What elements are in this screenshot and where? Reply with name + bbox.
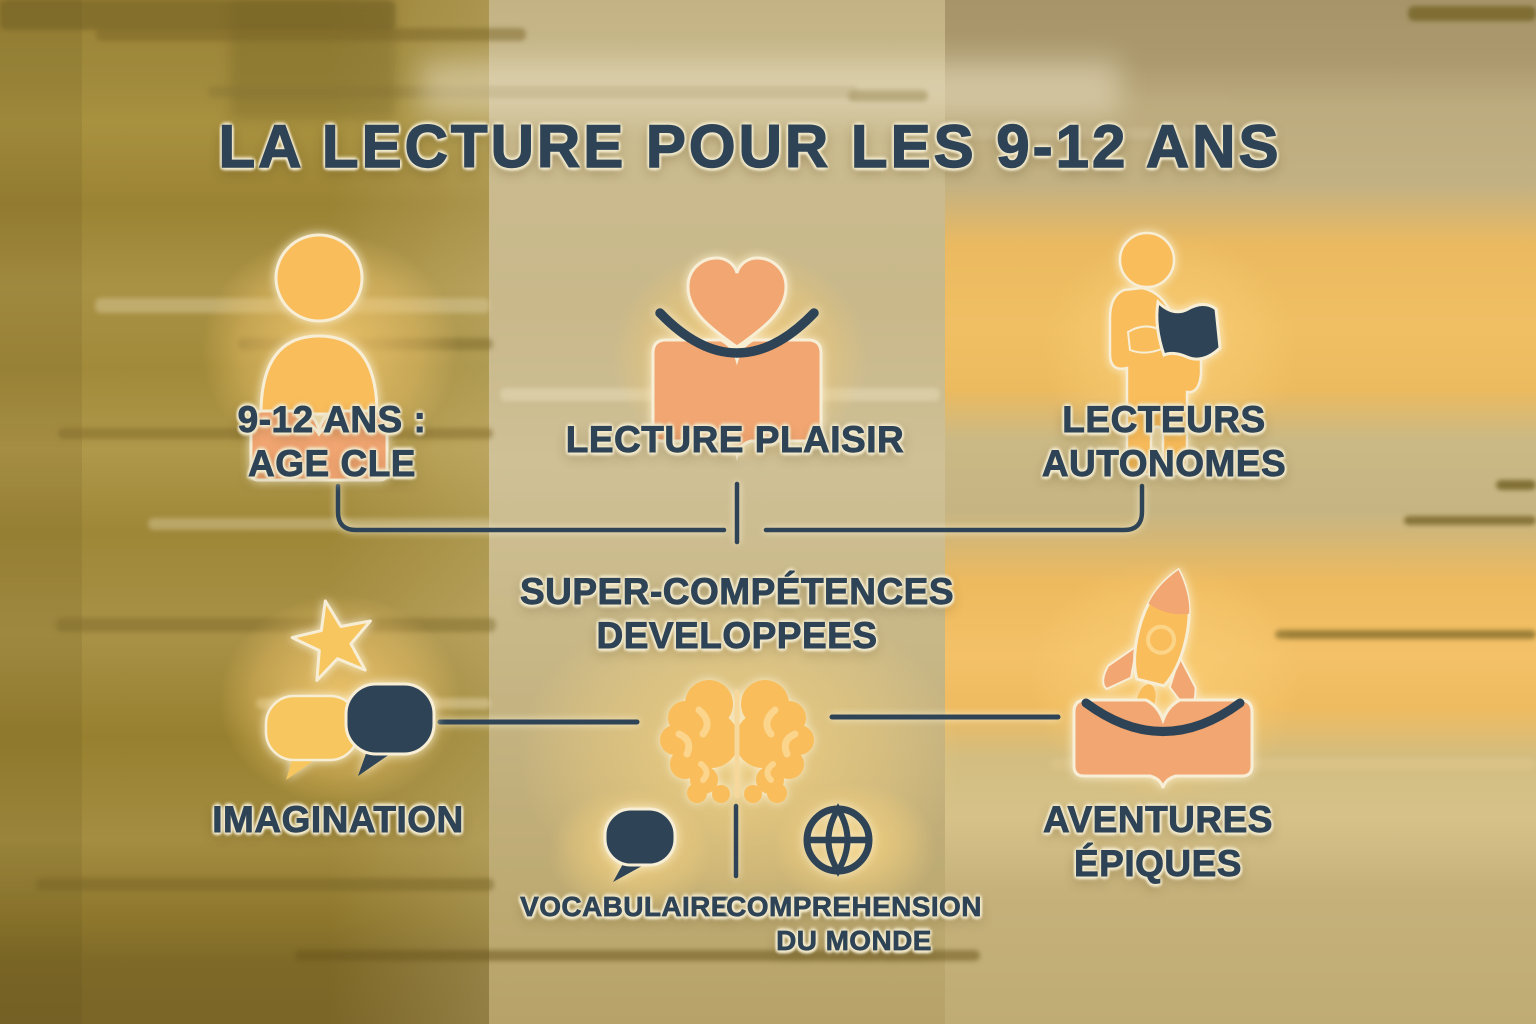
speech-bubble-icon <box>600 804 680 891</box>
motion-streak <box>420 60 1120 115</box>
motion-streak <box>230 0 395 120</box>
label-lecteurs-autonomes: LECTEURS AUTONOMES <box>1041 398 1287 486</box>
label-super-competences: SUPER-COMPÉTENCES DEVELOPPEES <box>520 570 954 658</box>
label-lecture-plaisir: LECTURE PLAISIR <box>565 419 905 461</box>
motion-streak <box>1408 6 1536 21</box>
standing-reader-icon <box>1100 230 1228 497</box>
motion-streak <box>148 518 493 530</box>
label-line: 9-12 ANS : <box>237 399 427 441</box>
heart-book-icon <box>648 243 826 483</box>
motion-streak <box>1275 630 1536 639</box>
rocket-book-icon <box>1066 562 1256 799</box>
label-age-cle: 9-12 ANS : AGE CLE <box>237 398 427 486</box>
motion-streak <box>1496 480 1536 490</box>
label-comprehension-du-monde: COMPREHENSION DU MONDE <box>726 890 982 958</box>
background-right-band <box>945 0 1536 1024</box>
label-line: SUPER-COMPÉTENCES <box>519 571 955 613</box>
motion-streak <box>36 878 494 891</box>
page-title: LA LECTURE POUR LES 9-12 ANS <box>218 112 1282 180</box>
motion-streak <box>96 28 526 41</box>
label-line: COMPREHENSION <box>726 891 982 923</box>
label-vocabulaire: VOCABULAIRE <box>520 891 730 923</box>
label-line: DU MONDE <box>776 925 932 957</box>
star-speech-icon <box>252 596 440 791</box>
label-line: AGE CLE <box>248 443 416 485</box>
motion-streak <box>950 128 1280 139</box>
motion-streak <box>1230 88 1536 99</box>
motion-streak <box>1404 516 1536 525</box>
label-line: DEVELOPPEES <box>596 615 878 657</box>
label-line: AUTONOMES <box>1041 443 1287 485</box>
label-line: AVENTURES <box>1043 799 1273 841</box>
globe-icon <box>797 799 879 888</box>
label-line: LECTEURS <box>1062 399 1266 441</box>
brain-icon <box>659 676 815 813</box>
label-imagination: IMAGINATION <box>212 799 464 841</box>
label-line: ÉPIQUES <box>1073 843 1242 885</box>
label-aventures-epiques: AVENTURES ÉPIQUES <box>1043 798 1273 886</box>
background-left-band <box>0 0 489 1024</box>
person-reading-icon <box>246 228 392 489</box>
motion-streak <box>0 0 395 30</box>
